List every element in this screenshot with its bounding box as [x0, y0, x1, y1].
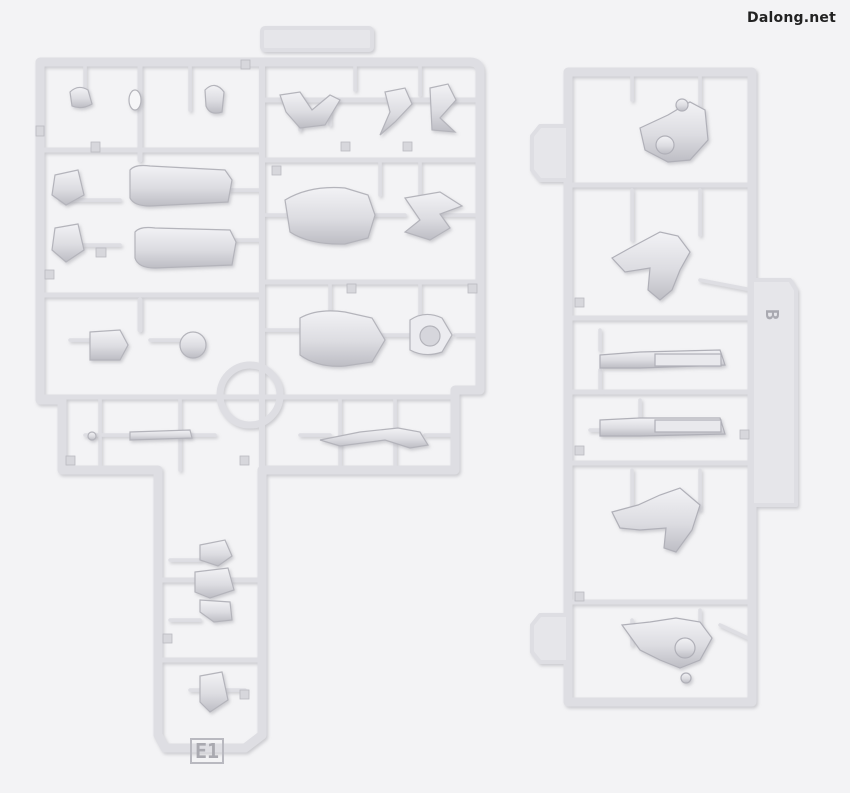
- sprue-b: [530, 67, 798, 707]
- sprue-e1-gates: [35, 59, 478, 700]
- runner-label-b: B: [760, 309, 782, 320]
- sprue-e1-parts: [51, 83, 464, 713]
- sprue-b-parts: [599, 98, 726, 684]
- sprue-b-gates: [574, 297, 750, 602]
- runner-label-e1: E1: [190, 738, 225, 764]
- sprue-e1: [35, 26, 485, 753]
- watermark: Dalong.net: [747, 10, 836, 26]
